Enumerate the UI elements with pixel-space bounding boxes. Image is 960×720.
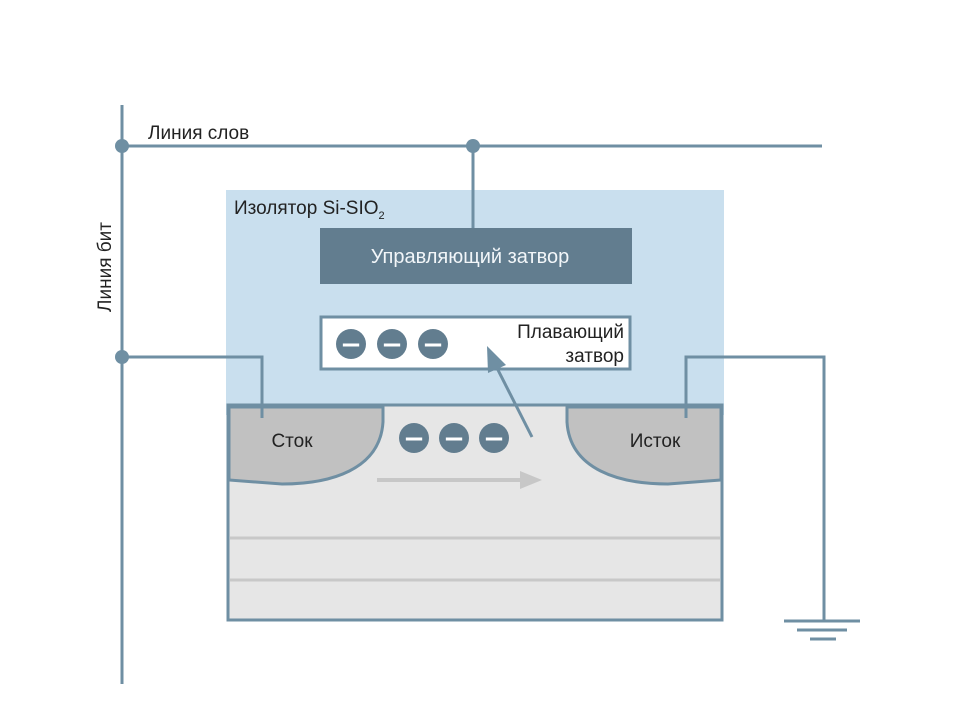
ground-icon xyxy=(784,619,860,641)
channel-electrons: − − − xyxy=(399,423,509,454)
floating-gate-label-line2: затвор xyxy=(565,346,624,367)
electron-icon xyxy=(336,329,366,359)
junction-dot-bit-word xyxy=(115,139,129,153)
electron-sign: − xyxy=(483,424,505,454)
source-region xyxy=(565,405,723,486)
electron-icon xyxy=(418,329,448,359)
electron-sign: − xyxy=(381,330,403,360)
source-wire xyxy=(684,355,826,620)
electron-sign: − xyxy=(422,330,444,360)
electron-sign: − xyxy=(443,424,465,454)
electron-sign: − xyxy=(403,424,425,454)
junction-dot-bit-drain xyxy=(115,350,129,364)
floating-gate xyxy=(319,315,632,371)
drain-wire xyxy=(122,355,264,418)
drain-region xyxy=(227,405,385,486)
drain-label: Сток xyxy=(271,431,313,452)
electron-icon xyxy=(377,329,407,359)
source-label: Исток xyxy=(630,431,681,452)
electron-sign: − xyxy=(340,330,362,360)
bit-line-label: Линия бит xyxy=(95,222,116,312)
insulator-region xyxy=(226,190,724,415)
channel-flow-arrow-icon xyxy=(377,471,542,489)
control-gate-label: Управляющий затвор xyxy=(371,246,570,268)
electron-icon xyxy=(399,423,429,453)
word-line-label: Линия слов xyxy=(148,123,249,144)
insulator-label-text: Изолятор Si-SIO xyxy=(234,198,379,219)
electron-icon xyxy=(479,423,509,453)
electron-icon xyxy=(439,423,469,453)
floating-gate-label-line1: Плавающий xyxy=(517,322,624,343)
tunneling-arrow-icon xyxy=(487,346,534,438)
control-gate xyxy=(320,228,632,284)
insulator-label: Изолятор Si-SIO2 xyxy=(234,198,385,222)
junction-dot-word-gate xyxy=(466,139,480,153)
insulator-label-subscript: 2 xyxy=(379,210,385,222)
floating-gate-electrons: − − − xyxy=(336,329,448,360)
